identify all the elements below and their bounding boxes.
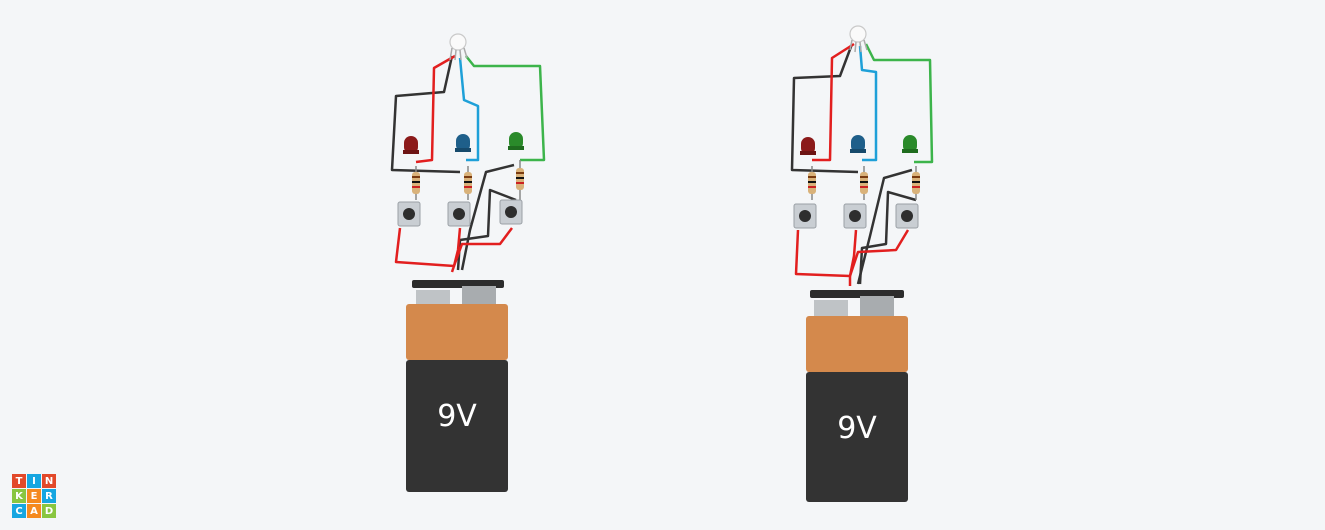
logo-tile: A — [27, 504, 41, 518]
battery-label: 9V — [437, 399, 477, 434]
wire-green[interactable] — [465, 55, 546, 162]
resistor-3[interactable] — [912, 172, 920, 194]
rgb-led[interactable] — [449, 33, 468, 61]
resistor-1[interactable] — [808, 172, 816, 194]
logo-tile: N — [42, 474, 56, 488]
logo-tile: R — [42, 489, 56, 503]
wire-black-bottom[interactable] — [856, 168, 913, 285]
wire-black-bottom[interactable] — [460, 163, 515, 271]
wire-blue[interactable] — [858, 45, 878, 162]
logo-tile: T — [12, 474, 26, 488]
battery-9v[interactable]: 9V — [406, 280, 508, 492]
tinkercad-logo[interactable]: T I N K E R C A D — [12, 474, 56, 518]
wire-blue[interactable] — [458, 57, 480, 162]
wire-black-2[interactable] — [858, 190, 917, 285]
logo-tile: C — [12, 504, 26, 518]
wire-red-bottom-1[interactable] — [794, 229, 852, 286]
logo-tile: E — [27, 489, 41, 503]
circuit-1[interactable]: 9V — [390, 33, 546, 492]
resistor-3[interactable] — [516, 168, 524, 190]
wire-red[interactable] — [415, 54, 456, 164]
circuit-2[interactable]: 9V — [790, 25, 934, 502]
wire-red-bottom-1[interactable] — [394, 227, 456, 273]
wires[interactable] — [390, 54, 546, 273]
resistor-2[interactable] — [860, 172, 868, 194]
pushbutton-1[interactable] — [397, 201, 421, 227]
pushbutton-1[interactable] — [793, 203, 817, 229]
wire-black[interactable] — [790, 43, 859, 174]
rgb-led[interactable] — [849, 25, 868, 53]
pushbutton-2[interactable] — [447, 201, 471, 227]
led-red[interactable] — [800, 137, 816, 155]
wire-red-bottom-3[interactable] — [452, 227, 513, 267]
wire-black[interactable] — [390, 55, 461, 174]
resistor-2[interactable] — [464, 172, 472, 194]
led-red[interactable] — [403, 136, 419, 154]
resistor-1[interactable] — [412, 172, 420, 194]
logo-tile: K — [12, 489, 26, 503]
pushbutton-2[interactable] — [843, 203, 867, 229]
led-blue[interactable] — [850, 135, 866, 153]
led-blue[interactable] — [455, 134, 471, 152]
logo-tile: I — [27, 474, 41, 488]
battery-9v[interactable]: 9V — [806, 290, 908, 502]
wires[interactable] — [790, 42, 934, 286]
wire-red-bottom-3[interactable] — [848, 229, 910, 277]
led-green[interactable] — [508, 132, 524, 150]
pushbutton-3[interactable] — [499, 199, 523, 225]
led-green[interactable] — [902, 135, 918, 153]
battery-label: 9V — [837, 411, 877, 446]
wire-red[interactable] — [812, 42, 855, 162]
pushbutton-3[interactable] — [895, 203, 919, 229]
logo-tile: D — [42, 504, 56, 518]
wire-green[interactable] — [864, 43, 934, 164]
